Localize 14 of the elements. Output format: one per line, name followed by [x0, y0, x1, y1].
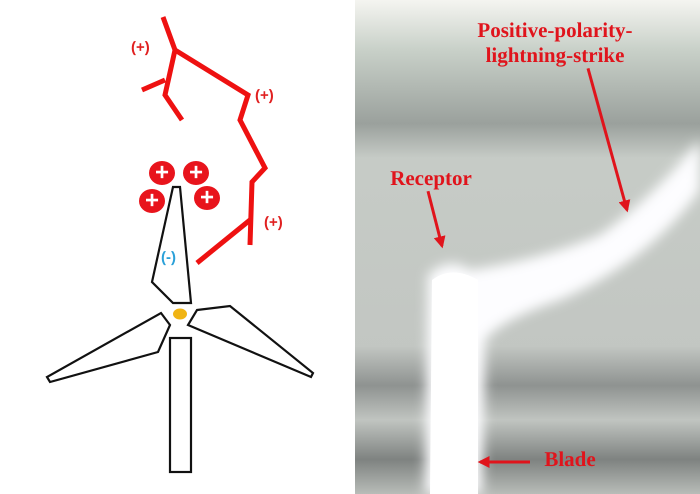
- positive-charge-circle: +: [149, 161, 175, 185]
- positive-charge-circle: +: [194, 186, 220, 210]
- positive-charge-circle: +: [139, 189, 165, 213]
- charge-label: (+): [264, 215, 283, 230]
- leader-arrow: [426, 190, 446, 248]
- charge-label: (+): [255, 88, 274, 103]
- callout-label: Receptor: [376, 166, 486, 192]
- charge-label: (+): [131, 40, 150, 55]
- charge-label: (-): [161, 250, 176, 265]
- leader-arrow: [478, 456, 530, 468]
- positive-charge-circle: +: [183, 161, 209, 185]
- leader-arrow: [586, 68, 630, 212]
- callout-label: Blade: [530, 447, 610, 472]
- callout-label: Positive-polarity-lightning-strike: [455, 18, 655, 68]
